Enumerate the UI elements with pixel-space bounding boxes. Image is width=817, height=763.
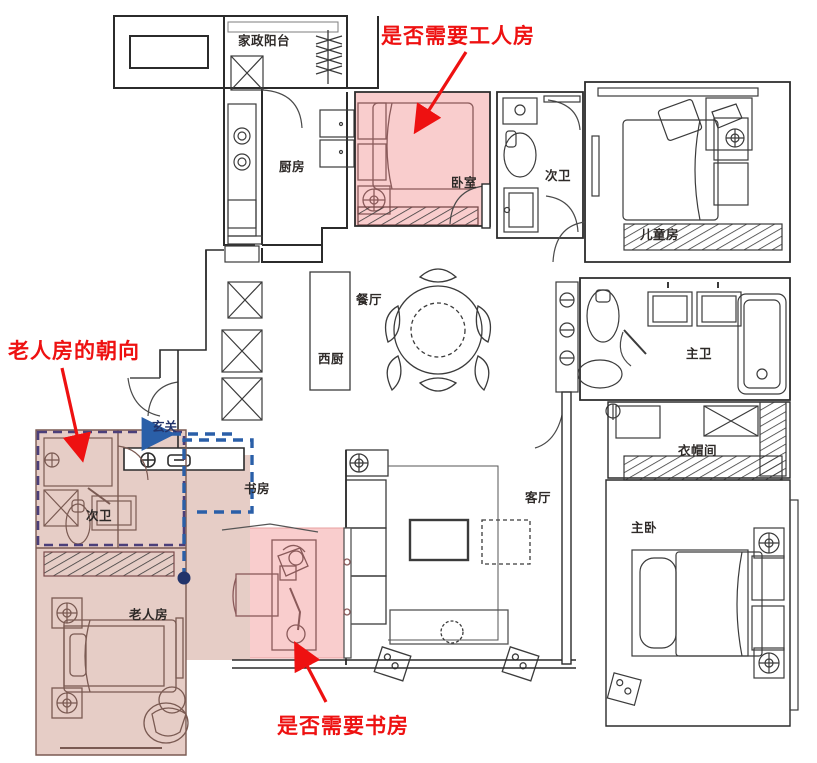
room-label-study: 书房 bbox=[244, 481, 271, 496]
room-label-walk-in-closet: 衣帽间 bbox=[678, 443, 718, 458]
master-bedroom-furniture bbox=[606, 499, 799, 711]
room-label-master-bath: 主卫 bbox=[686, 346, 713, 361]
dining-furniture bbox=[309, 268, 492, 392]
room-label-second-bath-north: 次卫 bbox=[545, 168, 572, 183]
room-label-living-room: 客厅 bbox=[525, 490, 552, 505]
room-label-kitchen: 厨房 bbox=[279, 159, 306, 174]
room-label-utility-balcony: 家政阳台 bbox=[238, 33, 291, 48]
walk-in-closet-walls bbox=[607, 401, 791, 479]
room-label-children-room: 儿童房 bbox=[640, 227, 680, 242]
master-bath-fixtures bbox=[577, 282, 787, 420]
structural-walls bbox=[113, 15, 379, 263]
west-walls bbox=[127, 250, 207, 417]
thin-walls bbox=[221, 30, 355, 421]
living-room-furniture bbox=[345, 449, 540, 682]
room-label-entryway: 玄关 bbox=[152, 419, 178, 434]
second-bath-west-fixtures bbox=[43, 437, 175, 577]
room-label-master-bedroom: 主卧 bbox=[631, 520, 658, 535]
children-room-furniture bbox=[552, 87, 783, 263]
annotation-servant-room: 是否需要工人房 bbox=[381, 24, 535, 48]
second-bath-north-fixtures bbox=[502, 95, 581, 233]
elder-suite-walls bbox=[35, 429, 187, 756]
master-bath-walls bbox=[579, 277, 791, 401]
master-bedroom-walls bbox=[605, 479, 791, 727]
children-room-walls bbox=[584, 81, 791, 263]
room-label-dining-room: 餐厅 bbox=[356, 292, 383, 307]
annotation-study-room: 是否需要书房 bbox=[277, 714, 409, 738]
servant-bedroom-furniture bbox=[357, 102, 479, 226]
servant-bedroom-walls bbox=[354, 91, 491, 229]
elder-room-furniture bbox=[51, 597, 189, 749]
room-label-elder-room: 老人房 bbox=[129, 607, 169, 622]
elder-suite-dashed-outline bbox=[36, 430, 186, 547]
elder-room-access-path bbox=[141, 417, 254, 585]
annotation-elder-orientation: 老人房的朝向 bbox=[8, 339, 140, 363]
study-furniture bbox=[221, 523, 352, 659]
room-label-bedroom: 卧室 bbox=[451, 175, 478, 190]
annotation-arrows bbox=[60, 51, 468, 703]
room-label-second-bath-west: 次卫 bbox=[86, 508, 113, 523]
partition-shelf bbox=[555, 281, 579, 393]
room-label-west-kitchen: 西厨 bbox=[318, 351, 345, 366]
second-bath-north-walls bbox=[496, 91, 584, 239]
